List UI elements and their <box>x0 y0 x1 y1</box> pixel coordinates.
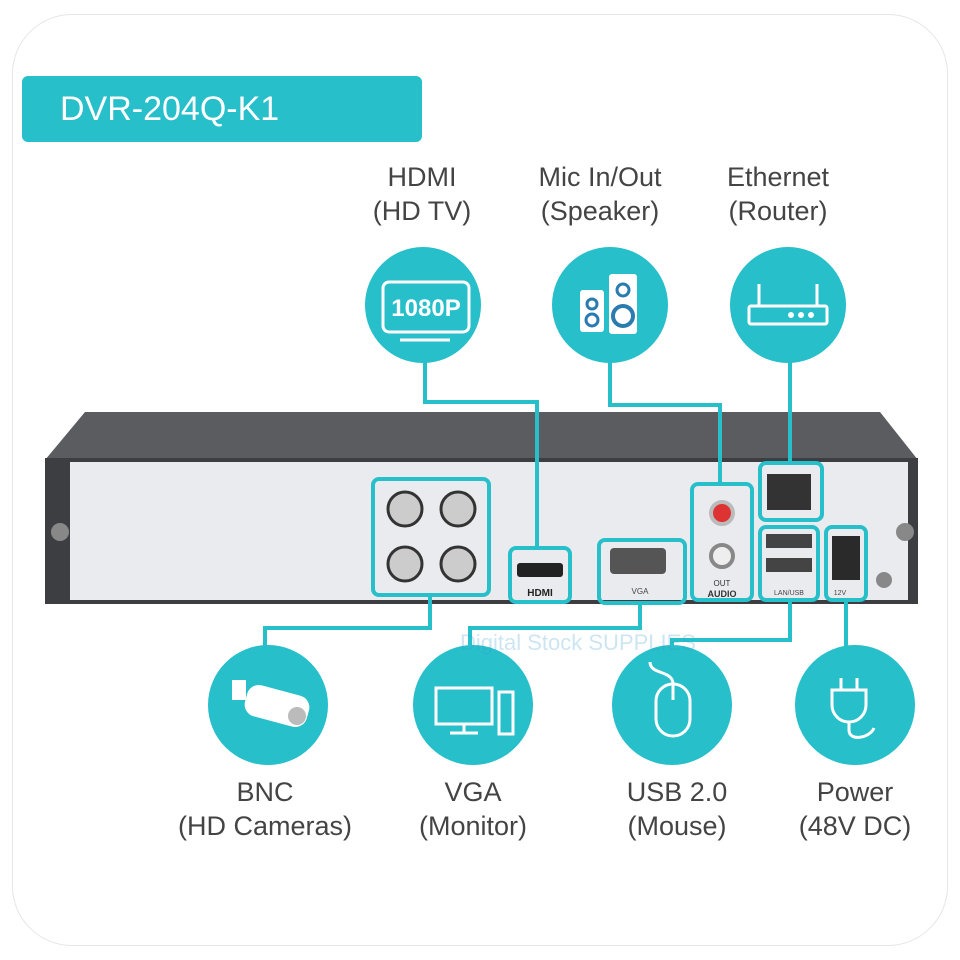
plug-icon <box>830 678 876 739</box>
monitor-icon <box>434 686 515 736</box>
hdmi-circle: 1080P <box>365 247 481 363</box>
label-line: Power <box>816 777 894 807</box>
label-line: (Monitor) <box>418 811 527 841</box>
monitor-circle <box>413 645 533 765</box>
mouse-icon <box>648 661 692 738</box>
screw-icon <box>876 572 892 588</box>
label-bnc: BNC (HD Cameras) <box>165 775 365 843</box>
label-usb: USB 2.0 (Mouse) <box>577 775 777 843</box>
label-mic: Mic In/Out (Speaker) <box>500 160 700 228</box>
label-line: Ethernet <box>726 162 830 192</box>
hdmi-port <box>517 563 563 577</box>
audio-in-port <box>709 500 735 526</box>
screw-icon <box>896 523 914 541</box>
label-line: HDMI <box>387 162 457 192</box>
ethernet-port <box>767 474 811 510</box>
label-vga: VGA (Monitor) <box>373 775 573 843</box>
label-line: (Router) <box>728 196 828 226</box>
audio-panel-label: AUDIO <box>708 589 737 599</box>
model-title: DVR-204Q-K1 <box>22 76 422 142</box>
audio-out-panel-label: OUT <box>714 579 731 588</box>
usb-port <box>766 534 812 548</box>
label-line: USB 2.0 <box>626 777 728 807</box>
camera-circle <box>208 645 328 765</box>
connector-lines <box>263 360 848 648</box>
label-power: Power (48V DC) <box>755 775 955 843</box>
tv-icon-text: 1080P <box>391 295 460 322</box>
label-line: BNC <box>236 777 294 807</box>
camera-icon <box>232 680 310 728</box>
dvr-device: HDMI VGA OUT AUDIO LAN/USB 12V <box>45 412 918 604</box>
power-circle <box>795 645 915 765</box>
label-line: VGA <box>444 777 502 807</box>
label-line: (48V DC) <box>798 811 912 841</box>
lan-usb-panel-label: LAN/USB <box>774 590 804 597</box>
speaker-icon <box>580 274 637 334</box>
power-jack <box>832 536 860 580</box>
mouse-circle <box>612 645 732 765</box>
label-line: (Speaker) <box>540 196 660 226</box>
speaker-circle <box>552 247 668 363</box>
frame <box>12 14 948 946</box>
vga-port <box>610 548 666 574</box>
label-line: (HD TV) <box>372 196 472 226</box>
router-circle <box>730 247 846 363</box>
label-line: (HD Cameras) <box>177 811 352 841</box>
label-line: (Mouse) <box>627 811 727 841</box>
hdmi-panel-label: HDMI <box>527 588 553 599</box>
tv-1080p-icon <box>381 280 471 334</box>
label-hdmi: HDMI (HD TV) <box>322 160 522 228</box>
bnc-ports <box>386 490 477 583</box>
watermark: Digital Stock SUPPLIES <box>460 630 696 655</box>
usb-port <box>766 558 812 572</box>
power-panel-label: 12V <box>834 590 847 597</box>
vga-panel-label: VGA <box>632 587 650 596</box>
router-icon <box>747 284 829 326</box>
audio-out-port <box>709 543 735 569</box>
screw-icon <box>51 523 69 541</box>
watermark-text: Digital Stock SUPPLIES <box>460 630 696 655</box>
label-line: Mic In/Out <box>538 162 662 192</box>
label-ethernet: Ethernet (Router) <box>678 160 878 228</box>
